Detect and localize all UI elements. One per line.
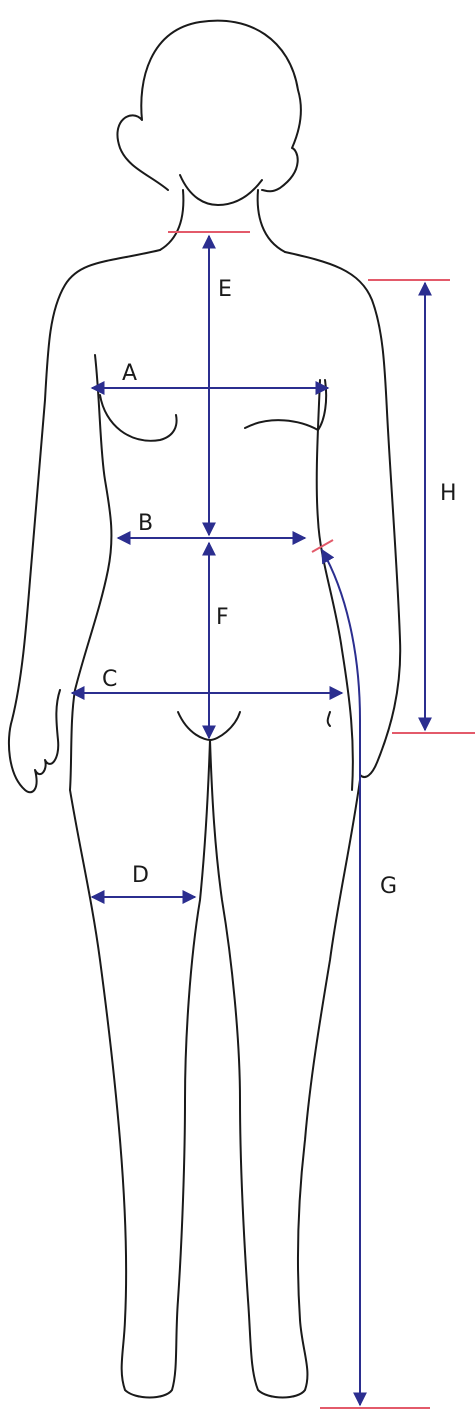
label-e: E: [218, 277, 232, 302]
label-a: A: [122, 361, 137, 386]
right-arm-outline: [285, 252, 400, 777]
measurement-labels: A B C D E F G H: [102, 277, 457, 899]
label-c: C: [102, 667, 117, 692]
label-b: B: [138, 511, 153, 536]
label-f: F: [216, 605, 229, 630]
label-d: D: [132, 863, 149, 888]
label-g: G: [380, 874, 397, 899]
right-leg-outline: [210, 740, 360, 1398]
left-leg-outline: [70, 740, 210, 1398]
label-h: H: [440, 481, 457, 506]
head-outline: [117, 21, 300, 192]
body-outline: [9, 21, 400, 1398]
